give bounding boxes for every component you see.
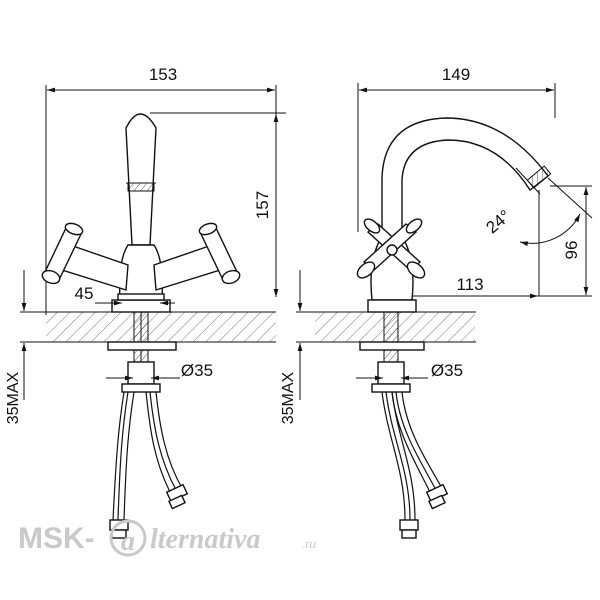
watermark-logo: MSK- a lternativa .ru xyxy=(18,519,316,557)
side-angle-arc xyxy=(519,213,581,247)
front-countertop xyxy=(46,312,276,342)
front-base-label: 45 xyxy=(75,284,94,303)
front-thickness-label: 35MAX xyxy=(5,371,22,424)
svg-text:lternativa: lternativa xyxy=(150,524,260,555)
side-hole-label: Ø35 xyxy=(431,361,463,380)
side-hoses xyxy=(381,391,449,539)
side-angle-label: 24° xyxy=(483,206,515,237)
svg-text:MSK-: MSK- xyxy=(18,522,95,555)
front-aerator xyxy=(127,182,155,192)
side-view: 149 24° 96 113 xyxy=(280,65,593,539)
front-spout xyxy=(125,113,157,246)
svg-text:.ru: .ru xyxy=(302,537,316,551)
front-width-label: 153 xyxy=(149,65,177,84)
svg-text:a: a xyxy=(121,526,135,557)
front-right-handle xyxy=(153,222,241,291)
front-left-handle xyxy=(41,222,129,291)
side-aerator xyxy=(526,165,552,189)
side-spout xyxy=(381,117,549,239)
front-height-label: 157 xyxy=(253,191,272,219)
front-view: 153 157 45 xyxy=(5,65,286,539)
side-spout-height-label: 96 xyxy=(562,241,581,260)
side-base xyxy=(367,299,417,313)
side-thickness-label: 35MAX xyxy=(280,371,297,424)
front-hole-label: Ø35 xyxy=(181,361,213,380)
side-handles xyxy=(356,218,426,279)
front-base xyxy=(111,299,171,313)
side-reach-label: 113 xyxy=(456,275,483,294)
watermark-logo-mark: a xyxy=(109,519,147,557)
front-hoses xyxy=(109,391,189,539)
side-width-label: 149 xyxy=(442,65,470,84)
